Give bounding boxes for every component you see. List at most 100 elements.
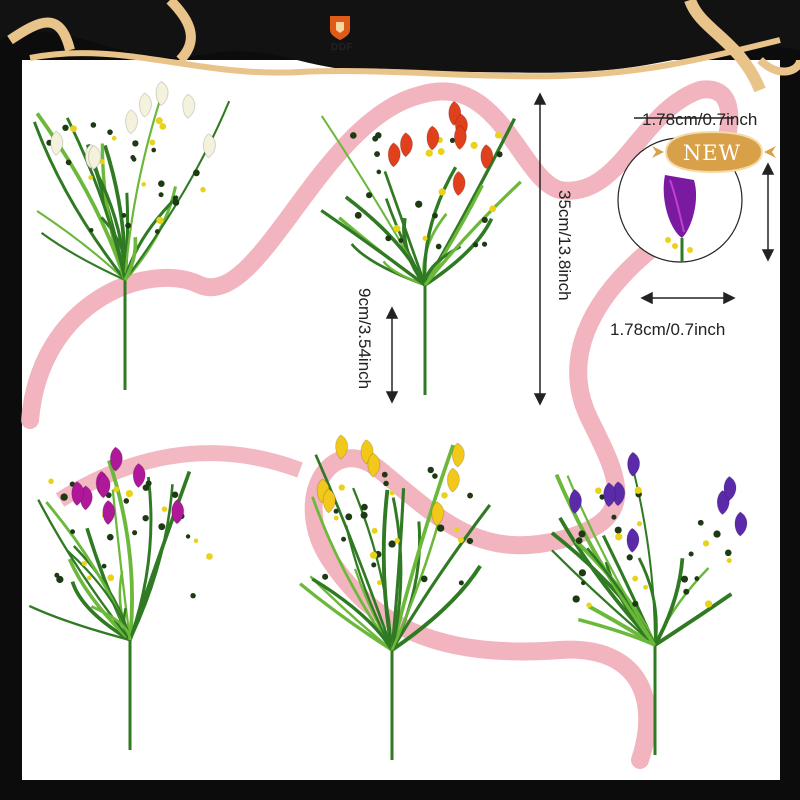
calla-lily-bloom [182, 93, 196, 119]
berry [481, 241, 488, 247]
calla-lily-bloom [155, 80, 169, 107]
leaf [124, 100, 231, 281]
berry [60, 493, 68, 501]
berry [101, 563, 107, 569]
berry [172, 195, 178, 201]
leaf [65, 117, 127, 281]
leaf [311, 577, 394, 651]
berry [158, 180, 165, 188]
berry [432, 473, 438, 479]
berry [449, 137, 456, 143]
leaf [390, 520, 441, 651]
bouquet-white [33, 80, 231, 390]
berry [415, 200, 423, 208]
berry [369, 551, 378, 559]
leaf [70, 581, 131, 642]
berry [473, 242, 479, 248]
berry [149, 139, 156, 146]
calla-lily-bloom [97, 473, 111, 499]
berry [371, 562, 377, 568]
leaf [390, 488, 406, 651]
new-badge: NEW [656, 130, 768, 176]
berry [388, 540, 396, 548]
berry [436, 524, 445, 532]
leaf [33, 121, 127, 281]
berry [349, 132, 357, 139]
calla-lily-bloom [451, 442, 465, 468]
leaf [28, 604, 131, 642]
calla-lily-bloom [426, 125, 440, 151]
berry [361, 503, 368, 511]
berry [106, 533, 114, 541]
berry [425, 149, 433, 157]
berry [65, 159, 72, 166]
berry [107, 129, 113, 135]
brand-logo: DDF [316, 14, 368, 53]
bouquet-blue-violet [550, 451, 748, 755]
berry [125, 489, 133, 498]
berry [394, 537, 400, 544]
berry [338, 484, 345, 491]
berry [89, 227, 94, 233]
berry [494, 131, 502, 139]
berry [88, 175, 93, 180]
berry [697, 519, 704, 526]
berry [614, 526, 622, 534]
berry [427, 466, 434, 474]
leaf [390, 444, 455, 651]
berry [360, 511, 368, 519]
bouquet-red [320, 100, 522, 395]
berry [432, 212, 438, 219]
berry [154, 229, 160, 234]
berry [726, 557, 732, 564]
berry [125, 222, 132, 229]
berry [435, 243, 442, 250]
berry [354, 211, 362, 219]
leaf [35, 112, 127, 281]
berry [393, 225, 401, 233]
berry [704, 600, 713, 608]
berry [48, 478, 54, 485]
brand-shield-icon [330, 16, 350, 40]
berry [688, 551, 694, 557]
calla-lily-bloom [569, 488, 583, 515]
leaf [37, 499, 131, 641]
leaf [352, 487, 394, 651]
bloom-width-arrow-bottom [640, 291, 736, 305]
berry [572, 595, 580, 603]
leaf [123, 101, 161, 281]
gold-ribbon-curve [29, 37, 781, 80]
berry [702, 540, 710, 547]
berry [441, 492, 448, 499]
berry [341, 536, 347, 542]
berry [158, 523, 166, 531]
calla-lily-bloom [132, 462, 146, 489]
leaf [424, 217, 494, 287]
berry [586, 602, 592, 608]
pink-ribbon [21, 80, 739, 769]
berry [192, 169, 200, 177]
berry [374, 151, 380, 158]
leaf [390, 503, 492, 651]
berry [123, 498, 130, 504]
leaf [390, 497, 403, 651]
berry [161, 506, 168, 512]
berry [333, 508, 339, 514]
leaf [423, 166, 458, 286]
berry [200, 186, 206, 193]
new-badge-label: NEW [682, 141, 742, 165]
berry [155, 117, 163, 125]
height-total-label: 35cm/13.8inch [555, 190, 574, 301]
leaf [87, 157, 127, 281]
berry [615, 533, 623, 541]
gold-ribbon-top [0, 0, 800, 73]
berry [366, 192, 373, 199]
berry [56, 575, 64, 584]
berry [599, 494, 605, 500]
leaf [344, 524, 394, 651]
leaf [128, 476, 153, 641]
berry [578, 530, 586, 538]
berry [398, 238, 404, 243]
berry [372, 135, 379, 142]
leaf [653, 592, 733, 647]
